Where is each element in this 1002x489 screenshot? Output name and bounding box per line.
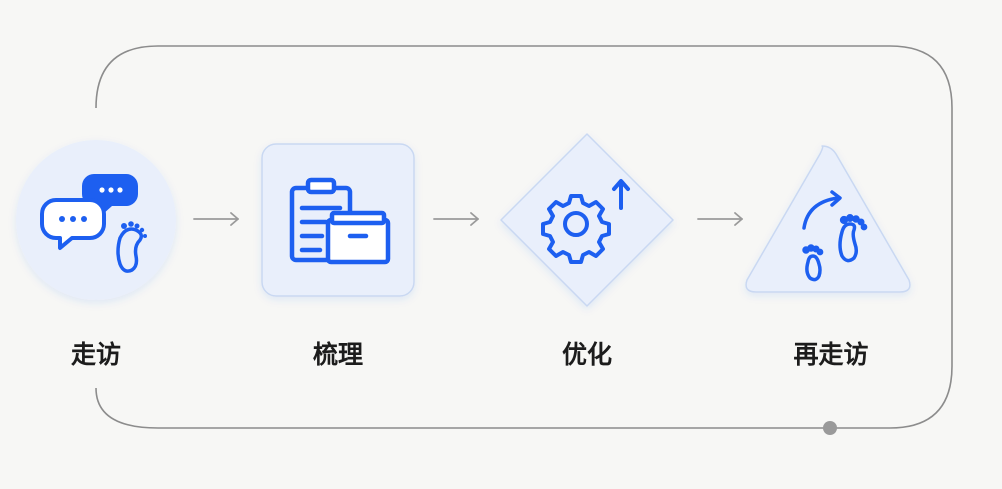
- step-arrow: [193, 212, 239, 226]
- clipboard-box-icon: [289, 177, 391, 265]
- chat-bubbles-footprints-icon: [40, 174, 147, 273]
- step-arrow: [433, 212, 479, 226]
- gear-arrow-up-icon: [541, 179, 630, 264]
- step-arrow: [697, 212, 743, 226]
- step-4-label: 再走访: [793, 340, 869, 369]
- footprints-curved-arrow-icon: [802, 190, 868, 282]
- loop-connector-line: [95, 45, 953, 429]
- step-3-label: 优化: [561, 340, 612, 369]
- step-1-label: 走访: [70, 340, 121, 369]
- step-2-label: 梳理: [312, 340, 363, 369]
- loop-end-dot: [823, 421, 837, 435]
- step-4-triangle: [745, 145, 911, 293]
